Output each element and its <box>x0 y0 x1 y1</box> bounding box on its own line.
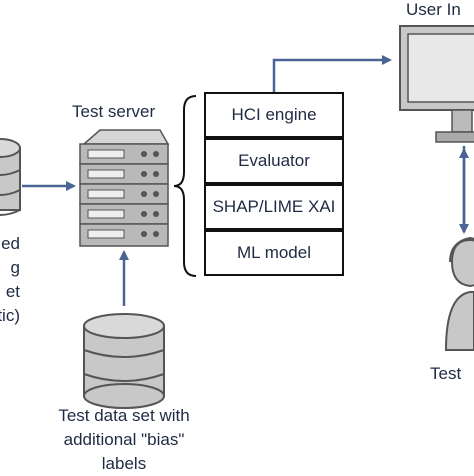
test-server-label: Test server <box>72 102 156 121</box>
left-db-caption-line: ed <box>1 234 20 253</box>
bias-db-caption: Test data set with additional "bias" lab… <box>34 404 214 476</box>
left-database-icon <box>0 138 21 216</box>
tester-label: Test <box>430 364 462 383</box>
test-server-icon <box>79 129 170 247</box>
stack-item-shap-lime-xai: SHAP/LIME XAI <box>204 184 344 230</box>
tester-person-icon <box>444 236 474 351</box>
bias-db-caption-line: additional "bias" <box>63 430 185 449</box>
stack-item-ml-model: ML model <box>204 230 344 276</box>
left-db-caption-line: tic) <box>0 306 20 325</box>
brace-connector <box>173 95 197 277</box>
left-db-caption-line: et <box>5 282 20 301</box>
stack-item-evaluator: Evaluator <box>204 138 344 184</box>
left-db-caption-line: g <box>10 258 20 277</box>
arrow-hci-to-ui <box>272 55 392 92</box>
bias-db-caption-line: Test data set with <box>58 406 190 425</box>
bias-database-icon <box>83 313 165 409</box>
bias-db-caption-line: labels <box>101 454 147 473</box>
user-interface-label: User In <box>406 0 461 19</box>
left-db-caption: ed g et tic) <box>0 232 20 328</box>
stack-item-hci-engine: HCI engine <box>204 92 344 138</box>
monitor-icon <box>399 25 474 143</box>
